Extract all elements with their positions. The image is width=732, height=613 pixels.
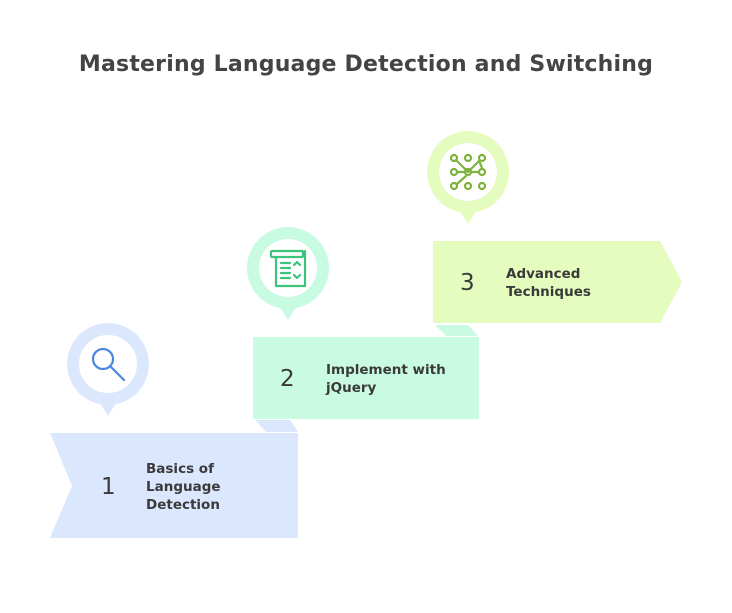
step3-label-line: Techniques <box>506 284 591 300</box>
step1-label-line: Detection <box>146 497 220 513</box>
step1-label: Basics of Language Detection <box>146 460 221 514</box>
step3-label: Advanced Techniques <box>506 265 591 301</box>
step2-number: 2 <box>280 366 295 392</box>
step3-label-line: Advanced <box>506 266 581 282</box>
step1-label-line: Basics of <box>146 461 214 477</box>
step2-fold-connector <box>435 325 478 336</box>
step2-pin-marker <box>247 227 329 320</box>
step1-label-line: Language <box>146 479 221 495</box>
step1-number: 1 <box>101 474 116 500</box>
step2-label-line: Implement with <box>326 362 446 378</box>
step3-number: 3 <box>460 270 475 296</box>
step1-fold-connector <box>255 420 298 432</box>
step2-label-line: jQuery <box>326 380 377 396</box>
step2-label: Implement with jQuery <box>326 361 446 397</box>
step2-banner <box>253 337 479 419</box>
step1-banner <box>50 433 298 538</box>
step3-banner <box>433 241 682 323</box>
step1-pin-marker <box>67 323 149 416</box>
network-nodes-icon <box>449 153 487 191</box>
diagram-title: Mastering Language Detection and Switchi… <box>78 52 654 77</box>
step3-pin-marker <box>427 131 509 224</box>
scroll-list-icon <box>269 249 307 288</box>
magnifier-icon <box>91 347 126 382</box>
